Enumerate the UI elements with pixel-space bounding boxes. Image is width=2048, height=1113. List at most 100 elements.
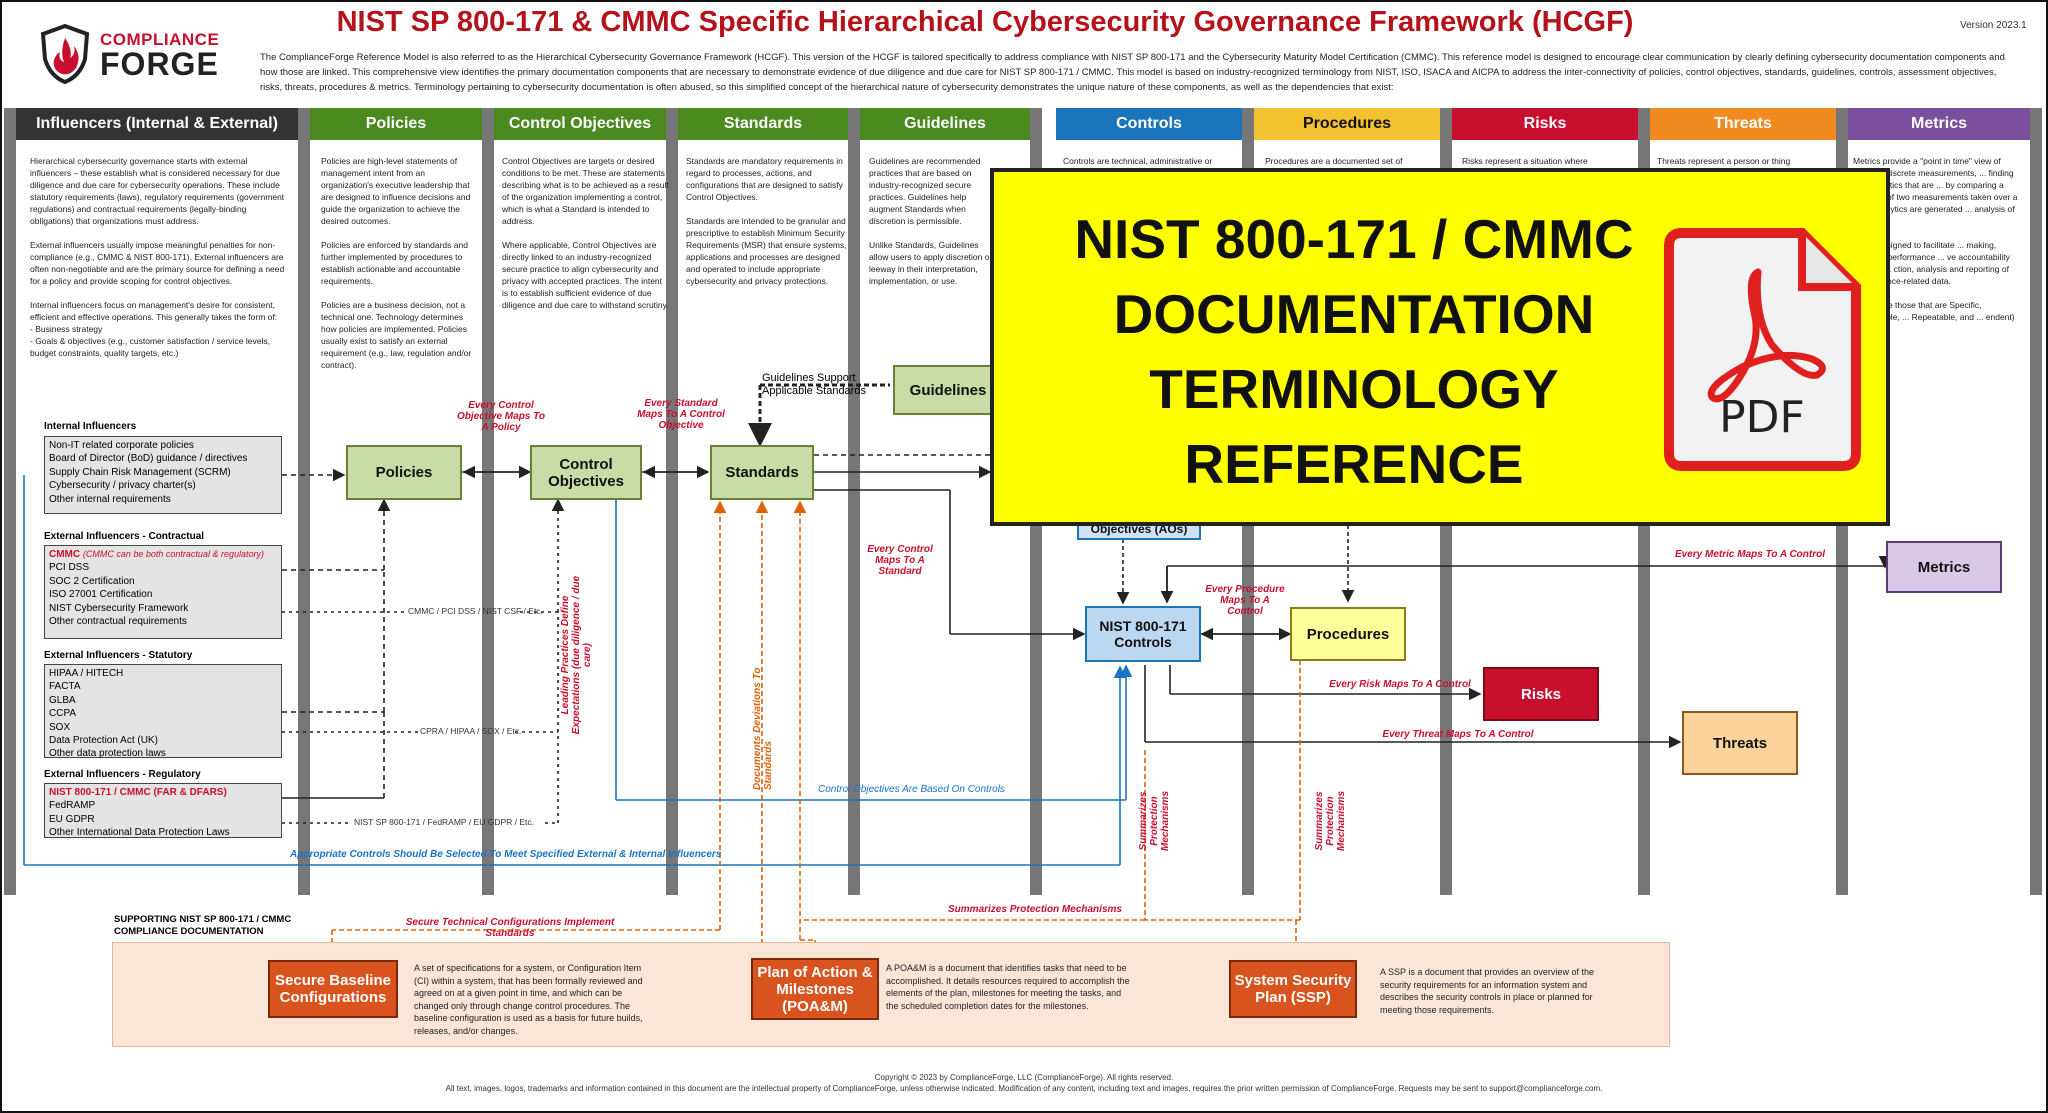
contractual-influencers-title: External Influencers - Contractual xyxy=(44,531,205,542)
secure-baseline-description: A set of specifications for a system, or… xyxy=(414,963,643,1036)
note-leading-practices: Leading Practices Define Expectations (d… xyxy=(560,575,593,735)
note-metric-control: Every Metric Maps To A Control xyxy=(1674,549,1826,560)
influencer-item: FACTA xyxy=(49,681,81,693)
regulatory-influencers-title: External Influencers - Regulatory xyxy=(44,769,201,780)
influencer-item: CCPA xyxy=(49,708,77,720)
banner-text: NIST 800-171 / CMMC DOCUMENTATION TERMIN… xyxy=(994,202,1714,502)
risks-description: Risks represent a situation where xyxy=(1462,156,1588,166)
influencer-item: NIST Cybersecurity Framework xyxy=(49,602,189,614)
influencer-item: FedRAMP xyxy=(49,800,96,812)
note-control-objective-policy: Every Control Objective Maps To A Policy xyxy=(457,400,545,433)
nist-controls-box: NIST 800-171 Controls xyxy=(1085,606,1201,662)
map-label-regulatory: NIST SP 800-171 / FedRAMP / EU GDPR / Et… xyxy=(354,817,534,827)
procedures-box: Procedures xyxy=(1290,607,1406,661)
column-separator xyxy=(848,108,860,895)
column-separator xyxy=(2030,108,2042,895)
influencer-item: Other internal requirements xyxy=(49,493,171,505)
column-separator xyxy=(666,108,678,895)
influencer-item: Board of Director (BoD) guidance / direc… xyxy=(49,453,248,465)
influencer-item: ISO 27001 Certification xyxy=(49,589,153,601)
influencer-item: Other data protection laws xyxy=(49,748,166,760)
influencer-item: Cybersecurity / privacy charter(s) xyxy=(49,480,196,492)
secure-baseline-box: Secure Baseline Configurations xyxy=(268,960,398,1018)
poam-box: Plan of Action & Milestones (POA&M) xyxy=(751,958,879,1020)
note-appropriate-controls: Appropriate Controls Should Be Selected … xyxy=(290,849,722,860)
column-separator xyxy=(4,108,16,895)
ssp-box: System Security Plan (SSP) xyxy=(1229,960,1357,1018)
footer-rights: All text, images, logos, trademarks and … xyxy=(445,1084,1603,1093)
influencers-description: Hierarchical cybersecurity governance st… xyxy=(30,156,285,358)
guidelines-support-label: Guidelines Support Applicable Standards xyxy=(762,372,866,397)
risks-box: Risks xyxy=(1483,667,1599,721)
guidelines-box: Guidelines xyxy=(893,365,1003,415)
metrics-box: Metrics xyxy=(1886,541,2002,593)
note-summarizes-2: Summarizes Protection Mechanisms xyxy=(1314,790,1347,852)
note-procedure-control: Every Procedure Maps To A Control xyxy=(1205,584,1285,617)
policies-box: Policies xyxy=(346,445,462,500)
statutory-influencers-title: External Influencers - Statutory xyxy=(44,650,193,661)
influencer-item: Other contractual requirements xyxy=(49,616,187,628)
pdf-file-icon: PDF xyxy=(1662,227,1862,472)
banner-line-4: REFERENCE xyxy=(1184,433,1524,495)
supporting-docs-title: SUPPORTING NIST SP 800-171 / CMMC COMPLI… xyxy=(114,914,292,937)
column-separator xyxy=(482,108,494,895)
influencer-item: GLBA xyxy=(49,694,76,706)
control-objectives-box: Control Objectives xyxy=(530,445,642,500)
pdf-label: PDF xyxy=(1719,392,1805,443)
banner-line-1: NIST 800-171 / CMMC xyxy=(1074,208,1634,270)
logo-line-1: COMPLIANCE xyxy=(100,30,220,49)
column-header-8: Threats xyxy=(1650,108,1836,140)
column-header-0: Influencers (Internal & External) xyxy=(16,108,298,140)
banner-line-2: DOCUMENTATION xyxy=(1113,283,1595,345)
note-documents-deviations: Documents Deviations To Standards xyxy=(752,667,774,790)
policies-description: Policies are high-level statements of ma… xyxy=(321,156,472,370)
note-summarizes-1: Summarizes Protection Mechanisms xyxy=(1138,790,1171,852)
shield-flame-icon xyxy=(40,24,90,84)
note-control-standard: Every Control Maps To A Standard xyxy=(867,544,933,577)
banner-line-3: TERMINOLOGY xyxy=(1149,358,1559,420)
note-control-objectives-based: Control Objectives Are Based On Controls xyxy=(818,784,1005,795)
influencer-item: PCI DSS xyxy=(49,562,90,574)
column-header-1: Policies xyxy=(310,108,482,140)
influencer-item: SOX xyxy=(49,721,71,733)
influencer-item: EU GDPR xyxy=(49,813,95,825)
internal-influencers-title: Internal Influencers xyxy=(44,421,137,432)
map-label-contractual: CMMC / PCI DSS / NIST CSF / Etc. xyxy=(408,606,543,616)
influencer-item: Other International Data Protection Laws xyxy=(49,827,230,839)
page-title: NIST SP 800-171 & CMMC Specific Hierarch… xyxy=(336,6,1634,38)
version-label: Version 2023.1 xyxy=(1960,20,2027,31)
note-standard-control-objective: Every Standard Maps To A Control Objecti… xyxy=(637,398,725,431)
column-header-7: Risks xyxy=(1452,108,1638,140)
influencer-item: Non-IT related corporate policies xyxy=(49,440,194,451)
control-objectives-description: Control Objectives are targets or desire… xyxy=(502,156,669,310)
column-header-9: Metrics xyxy=(1848,108,2030,140)
influencer-item: Supply Chain Risk Management (SCRM) xyxy=(49,466,231,478)
influencer-item: SOC 2 Certification xyxy=(49,575,135,587)
standards-description: Standards are mandatory requirements in … xyxy=(686,156,847,286)
column-header-4: Guidelines xyxy=(860,108,1030,140)
threats-box: Threats xyxy=(1682,711,1798,775)
note-secure-technical: Secure Technical Configurations Implemen… xyxy=(405,917,615,939)
column-header-3: Standards xyxy=(678,108,848,140)
contractual-influencers-box: CMMC (CMMC can be both contractual & reg… xyxy=(44,545,282,639)
regulatory-influencers-box: NIST 800-171 / CMMC (FAR & DFARS) FedRAM… xyxy=(44,783,282,838)
ssp-description: A SSP is a document that provides an ove… xyxy=(1380,967,1594,1015)
column-header-5: Controls xyxy=(1056,108,1242,140)
note-threat-control: Every Threat Maps To A Control xyxy=(1382,729,1534,740)
column-header-2: Control Objectives xyxy=(494,108,666,140)
controls-description: Controls are technical, administrative o… xyxy=(1063,156,1213,166)
complianceforge-logo: COMPLIANCE FORGE xyxy=(40,22,240,92)
map-label-statutory: CPRA / HIPAA / SOX / Etc. xyxy=(420,726,522,736)
footer-copyright: Copyright © 2023 by ComplianceForge, LLC… xyxy=(874,1073,1174,1082)
influencer-item: Data Protection Act (UK) xyxy=(49,735,158,747)
standards-box: Standards xyxy=(710,445,814,500)
intro-paragraph: The ComplianceForge Reference Model is a… xyxy=(260,52,2005,93)
logo-line-2: FORGE xyxy=(100,46,219,82)
column-header-6: Procedures xyxy=(1254,108,1440,140)
note-summarizes-3: Summarizes Protection Mechanisms xyxy=(948,904,1122,915)
guidelines-description: Guidelines are recommended practices tha… xyxy=(869,156,993,286)
